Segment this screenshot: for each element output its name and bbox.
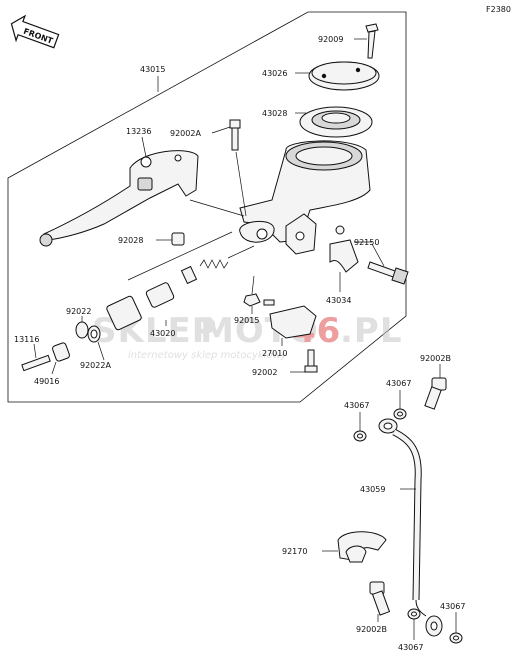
- label-13236: 13236: [126, 127, 151, 136]
- label-92002: 92002: [252, 368, 277, 377]
- label-13116: 13116: [14, 335, 39, 344]
- diagram-code: F2380: [486, 5, 511, 14]
- spring-part: [199, 259, 229, 269]
- watermark-text-4: .PL: [340, 311, 403, 351]
- watermark-tagline: internetowy sklep motocyklowy: [128, 350, 288, 361]
- label-43028: 43028: [262, 109, 287, 118]
- brake-hose-43059-part: [378, 418, 443, 637]
- label-92002B-top: 92002B: [420, 354, 451, 363]
- label-43034: 43034: [326, 296, 351, 305]
- clamp-43034-part: [329, 225, 359, 273]
- label-43059: 43059: [360, 485, 385, 494]
- label-43026: 43026: [262, 69, 287, 78]
- label-92002A: 92002A: [170, 129, 201, 138]
- washer-43067-d-part: [449, 632, 463, 644]
- label-92022A: 92022A: [80, 361, 111, 370]
- banjo-bolt-92002B-top-part: [424, 377, 447, 410]
- screw-92002A-part: [229, 119, 241, 151]
- label-92028: 92028: [118, 236, 143, 245]
- label-92170: 92170: [282, 547, 307, 556]
- washer-43067-b-part: [353, 430, 367, 442]
- label-92009: 92009: [318, 35, 343, 44]
- nut-92015-part: [243, 293, 261, 307]
- screw-92002-part: [304, 349, 318, 373]
- piston-43020-part: [106, 265, 198, 331]
- label-49016: 49016: [34, 377, 59, 386]
- diaphragm-43028-part: [299, 106, 373, 138]
- lever-13236-part: [39, 150, 199, 247]
- label-43067-c: 43067: [440, 602, 465, 611]
- collar-92028-part: [171, 232, 185, 246]
- clamp-92170-part: [337, 531, 387, 563]
- label-92022: 92022: [66, 307, 91, 316]
- bolt-92150-part: [367, 261, 409, 285]
- label-27010: 27010: [262, 349, 287, 358]
- assembly-frame: [7, 11, 407, 403]
- washer-43067-a-part: [393, 408, 407, 420]
- label-43067-b: 43067: [344, 401, 369, 410]
- switch-27010-part: [263, 299, 317, 339]
- pushrod-13116-part: [21, 354, 51, 372]
- banjo-bolt-92002B-bottom-part: [369, 581, 391, 616]
- ring-92022A-part: [87, 325, 101, 343]
- washer-43067-c-part: [407, 608, 421, 620]
- reservoir-cap-43026-part: [308, 61, 380, 91]
- label-43020: 43020: [150, 329, 175, 338]
- circlip-92022-part: [75, 321, 89, 339]
- label-92002B-bottom: 92002B: [356, 625, 387, 634]
- label-92015: 92015: [234, 316, 259, 325]
- label-43067-d: 43067: [398, 643, 423, 652]
- label-43067-a: 43067: [386, 379, 411, 388]
- dust-boot-49016-part: [52, 342, 70, 362]
- label-92150: 92150: [354, 238, 379, 247]
- screw-92009-part: [365, 23, 379, 59]
- front-arrow-icon: FRONT: [10, 14, 60, 49]
- label-43015: 43015: [140, 65, 165, 74]
- master-cylinder-body-part: [239, 140, 371, 255]
